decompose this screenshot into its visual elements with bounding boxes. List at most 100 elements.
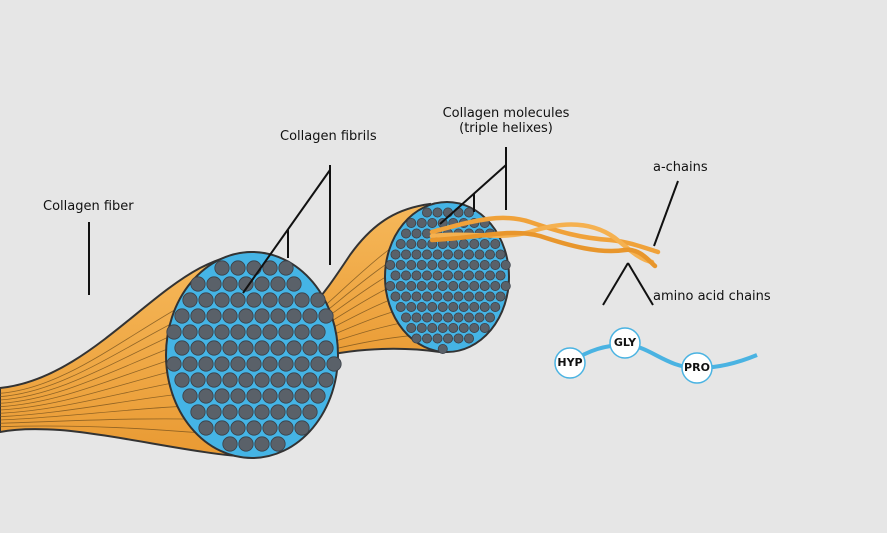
- fibril-dot: [395, 301, 406, 312]
- fibril-dot: [246, 292, 262, 308]
- fibril-dot: [479, 280, 490, 291]
- fibril-dot: [270, 276, 286, 292]
- fibril-dot: [246, 356, 262, 372]
- fibril-dot: [278, 356, 294, 372]
- fibril-dot: [490, 301, 501, 312]
- fibril-dot: [230, 420, 246, 436]
- fibril-dot: [302, 308, 318, 324]
- fibril-dot: [190, 276, 206, 292]
- fibril-dot: [206, 404, 222, 420]
- fibril-dot: [395, 280, 406, 291]
- fibril-dot: [294, 420, 310, 436]
- fibril-dot: [432, 312, 443, 323]
- fibril-dot: [421, 249, 432, 260]
- fibril-dot: [479, 301, 490, 312]
- amino-acid-label: GLY: [613, 336, 637, 349]
- fibril-dot: [463, 207, 474, 218]
- fibril-dot: [390, 270, 401, 281]
- fibril-dot: [463, 291, 474, 302]
- fibril-dot: [400, 249, 411, 260]
- fibril-dot: [474, 270, 485, 281]
- fibril-dot: [411, 291, 422, 302]
- fibril-dot: [400, 312, 411, 323]
- fibril-dot: [206, 340, 222, 356]
- fibril-dot: [254, 436, 270, 452]
- fibril-dot: [479, 238, 490, 249]
- fibril-dot: [427, 259, 438, 270]
- fibril-dot: [411, 312, 422, 323]
- fibril-dot: [214, 260, 230, 276]
- fibril-dot: [190, 404, 206, 420]
- fibril-dot: [294, 324, 310, 340]
- fibril-dot: [222, 436, 238, 452]
- fibril-dot: [318, 372, 334, 388]
- fibril-dot: [286, 308, 302, 324]
- fibril-dot: [432, 333, 443, 344]
- fibril-dot: [395, 259, 406, 270]
- fibril-dot: [286, 404, 302, 420]
- fibril-dot: [166, 356, 182, 372]
- fibril-dot: [495, 291, 506, 302]
- fibril-dot: [406, 238, 417, 249]
- fibril-dot: [453, 333, 464, 344]
- fibril-dot: [174, 340, 190, 356]
- amino-acid-label: HYP: [557, 356, 583, 369]
- fibril-dot: [442, 270, 453, 281]
- fibril-dot: [474, 312, 485, 323]
- fibril-dot: [262, 292, 278, 308]
- fibril-dot: [427, 322, 438, 333]
- fibril-dot: [214, 388, 230, 404]
- fibril-dot: [286, 276, 302, 292]
- fibril-dot: [495, 270, 506, 281]
- fibril-dot: [442, 249, 453, 260]
- fibril-dot: [437, 259, 448, 270]
- fibril-dot: [246, 324, 262, 340]
- fibril-dot: [400, 228, 411, 239]
- fibril-dot: [406, 301, 417, 312]
- fibril-dot: [278, 324, 294, 340]
- fibril-dot: [238, 372, 254, 388]
- fibril-dot: [448, 322, 459, 333]
- fibril-dot: [400, 291, 411, 302]
- fibril-dot: [474, 249, 485, 260]
- fibril-dot: [406, 322, 417, 333]
- fibril-dot: [262, 324, 278, 340]
- fibril-dot: [490, 238, 501, 249]
- amino-acid-gly: [609, 327, 641, 359]
- fibril-dot: [222, 340, 238, 356]
- triple-helix: [429, 215, 661, 269]
- fibril-dot: [469, 280, 480, 291]
- fibril-dot: [230, 388, 246, 404]
- fibril-dot: [495, 249, 506, 260]
- fibril-dot: [262, 260, 278, 276]
- fibril-dot: [206, 372, 222, 388]
- fibril-dot: [432, 270, 443, 281]
- fibril-dot: [318, 340, 334, 356]
- fibril-dot: [294, 356, 310, 372]
- fibril-dot: [479, 259, 490, 270]
- amino-acid-hyp: [554, 347, 586, 379]
- fibril-dot: [270, 436, 286, 452]
- fibril-dot: [326, 356, 342, 372]
- label-collagen-fiber: Collagen fiber: [43, 199, 134, 214]
- fibril-dot: [318, 308, 334, 324]
- fibril-dot: [421, 333, 432, 344]
- fibril-dot: [206, 308, 222, 324]
- fibril-dot: [238, 276, 254, 292]
- fibril-dot: [416, 301, 427, 312]
- fibril-dot: [246, 388, 262, 404]
- fibril-dot: [286, 340, 302, 356]
- fibril-dot: [302, 404, 318, 420]
- fibril-dot: [182, 292, 198, 308]
- fibril-dot: [270, 372, 286, 388]
- fibril-dot: [190, 372, 206, 388]
- fibril-dot: [469, 322, 480, 333]
- fibril-dot: [427, 301, 438, 312]
- fibril-dot: [262, 356, 278, 372]
- fibril-dot: [411, 228, 422, 239]
- fibril-dot: [190, 308, 206, 324]
- fibril-dot: [442, 312, 453, 323]
- label-collagen-molecules-line1: Collagen molecules: [442, 106, 570, 121]
- fibril-dot: [427, 280, 438, 291]
- fibril-dot: [302, 340, 318, 356]
